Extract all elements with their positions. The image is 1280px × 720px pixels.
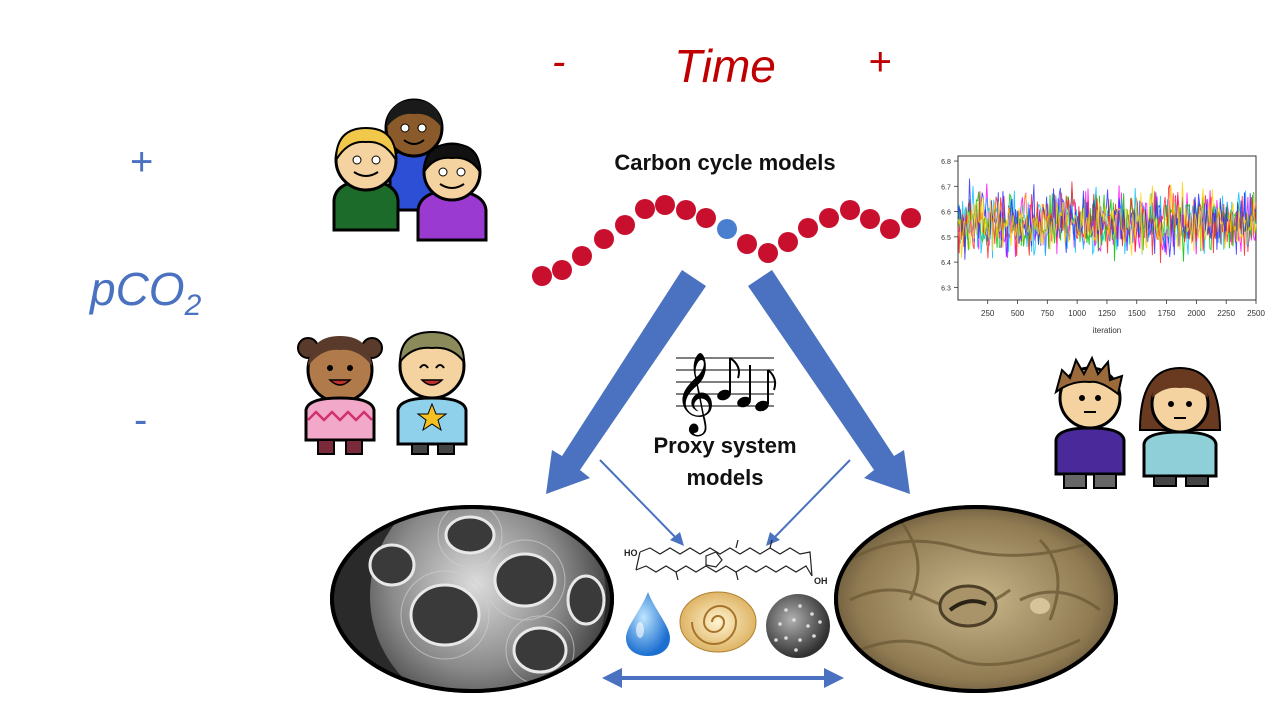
x-tick-label: 750	[1041, 309, 1055, 318]
trace-plot: 250 500 750 1000 1250 1500 1750 2000 2250 2500 6.…	[941, 155, 1265, 335]
time-plus-sign: +	[868, 40, 892, 84]
time-axis-label: Time	[674, 40, 776, 92]
trace-series-line	[957, 182, 1257, 258]
coccolith-image	[330, 505, 614, 693]
trace-plot-series	[957, 178, 1257, 264]
big-arrow-right	[748, 270, 910, 494]
y-tick-label: 6.5	[941, 235, 951, 242]
y-tick-label: 6.4	[941, 260, 951, 267]
x-tick-label: 2250	[1217, 309, 1235, 318]
two-kids-icon	[297, 330, 468, 455]
y-tick-label: 6.7	[941, 184, 951, 191]
thin-arrow-right	[766, 459, 851, 546]
pco2-axis-label: pCO2	[90, 262, 201, 323]
x-tick-label: 250	[981, 309, 995, 318]
molecule-oh-label: OH	[814, 576, 828, 586]
proxy-label-line1: Proxy system	[653, 433, 797, 458]
group-of-three-people-icon	[332, 98, 492, 248]
foraminifera-shell-icon	[679, 591, 757, 653]
carbon-bead-chain	[532, 195, 921, 286]
x-tick-label: 500	[1011, 309, 1025, 318]
pco2-label-main: pCO	[90, 263, 185, 315]
proxy-system-label: Proxy system models	[640, 430, 810, 494]
pco2-plus-sign: +	[130, 140, 154, 184]
music-notes-icon: 𝄞	[674, 351, 777, 436]
x-tick-label: 1250	[1098, 309, 1116, 318]
time-minus-sign: -	[552, 40, 566, 84]
double-arrow	[602, 668, 844, 688]
trace-plot-x-label: iteration	[1093, 326, 1121, 335]
x-tick-label: 2000	[1187, 309, 1205, 318]
pco2-minus-sign: -	[134, 398, 148, 442]
y-tick-label: 6.8	[941, 159, 951, 166]
x-tick-label: 1000	[1068, 309, 1086, 318]
trace-plot-y-ticks: 6.3 6.4 6.5 6.6 6.7 6.8	[941, 159, 958, 292]
y-tick-label: 6.6	[941, 210, 951, 217]
stomata-image	[834, 505, 1118, 693]
big-arrow-left	[546, 270, 706, 494]
trace-series-line	[957, 178, 1257, 260]
molecule-ho-label: HO	[624, 548, 638, 558]
thin-arrow-left	[599, 459, 684, 546]
pco2-label-sub: 2	[184, 289, 202, 322]
y-tick-label: 6.3	[941, 285, 951, 292]
svg-text:𝄞: 𝄞	[674, 351, 715, 436]
carbon-cycle-title: Carbon cycle models	[614, 150, 836, 175]
x-tick-label: 1750	[1158, 309, 1176, 318]
two-adults-icon	[1054, 355, 1222, 489]
pollen-grain-icon	[766, 594, 830, 658]
proxy-label-line2: models	[686, 465, 764, 490]
x-tick-label: 1500	[1128, 309, 1146, 318]
lipid-molecule-icon	[635, 539, 813, 581]
x-tick-label: 2500	[1247, 309, 1265, 318]
trace-plot-x-ticks: 250 500 750 1000 1250 1500 1750 2000 2250 2500	[981, 300, 1265, 318]
water-drop-icon	[626, 592, 670, 656]
